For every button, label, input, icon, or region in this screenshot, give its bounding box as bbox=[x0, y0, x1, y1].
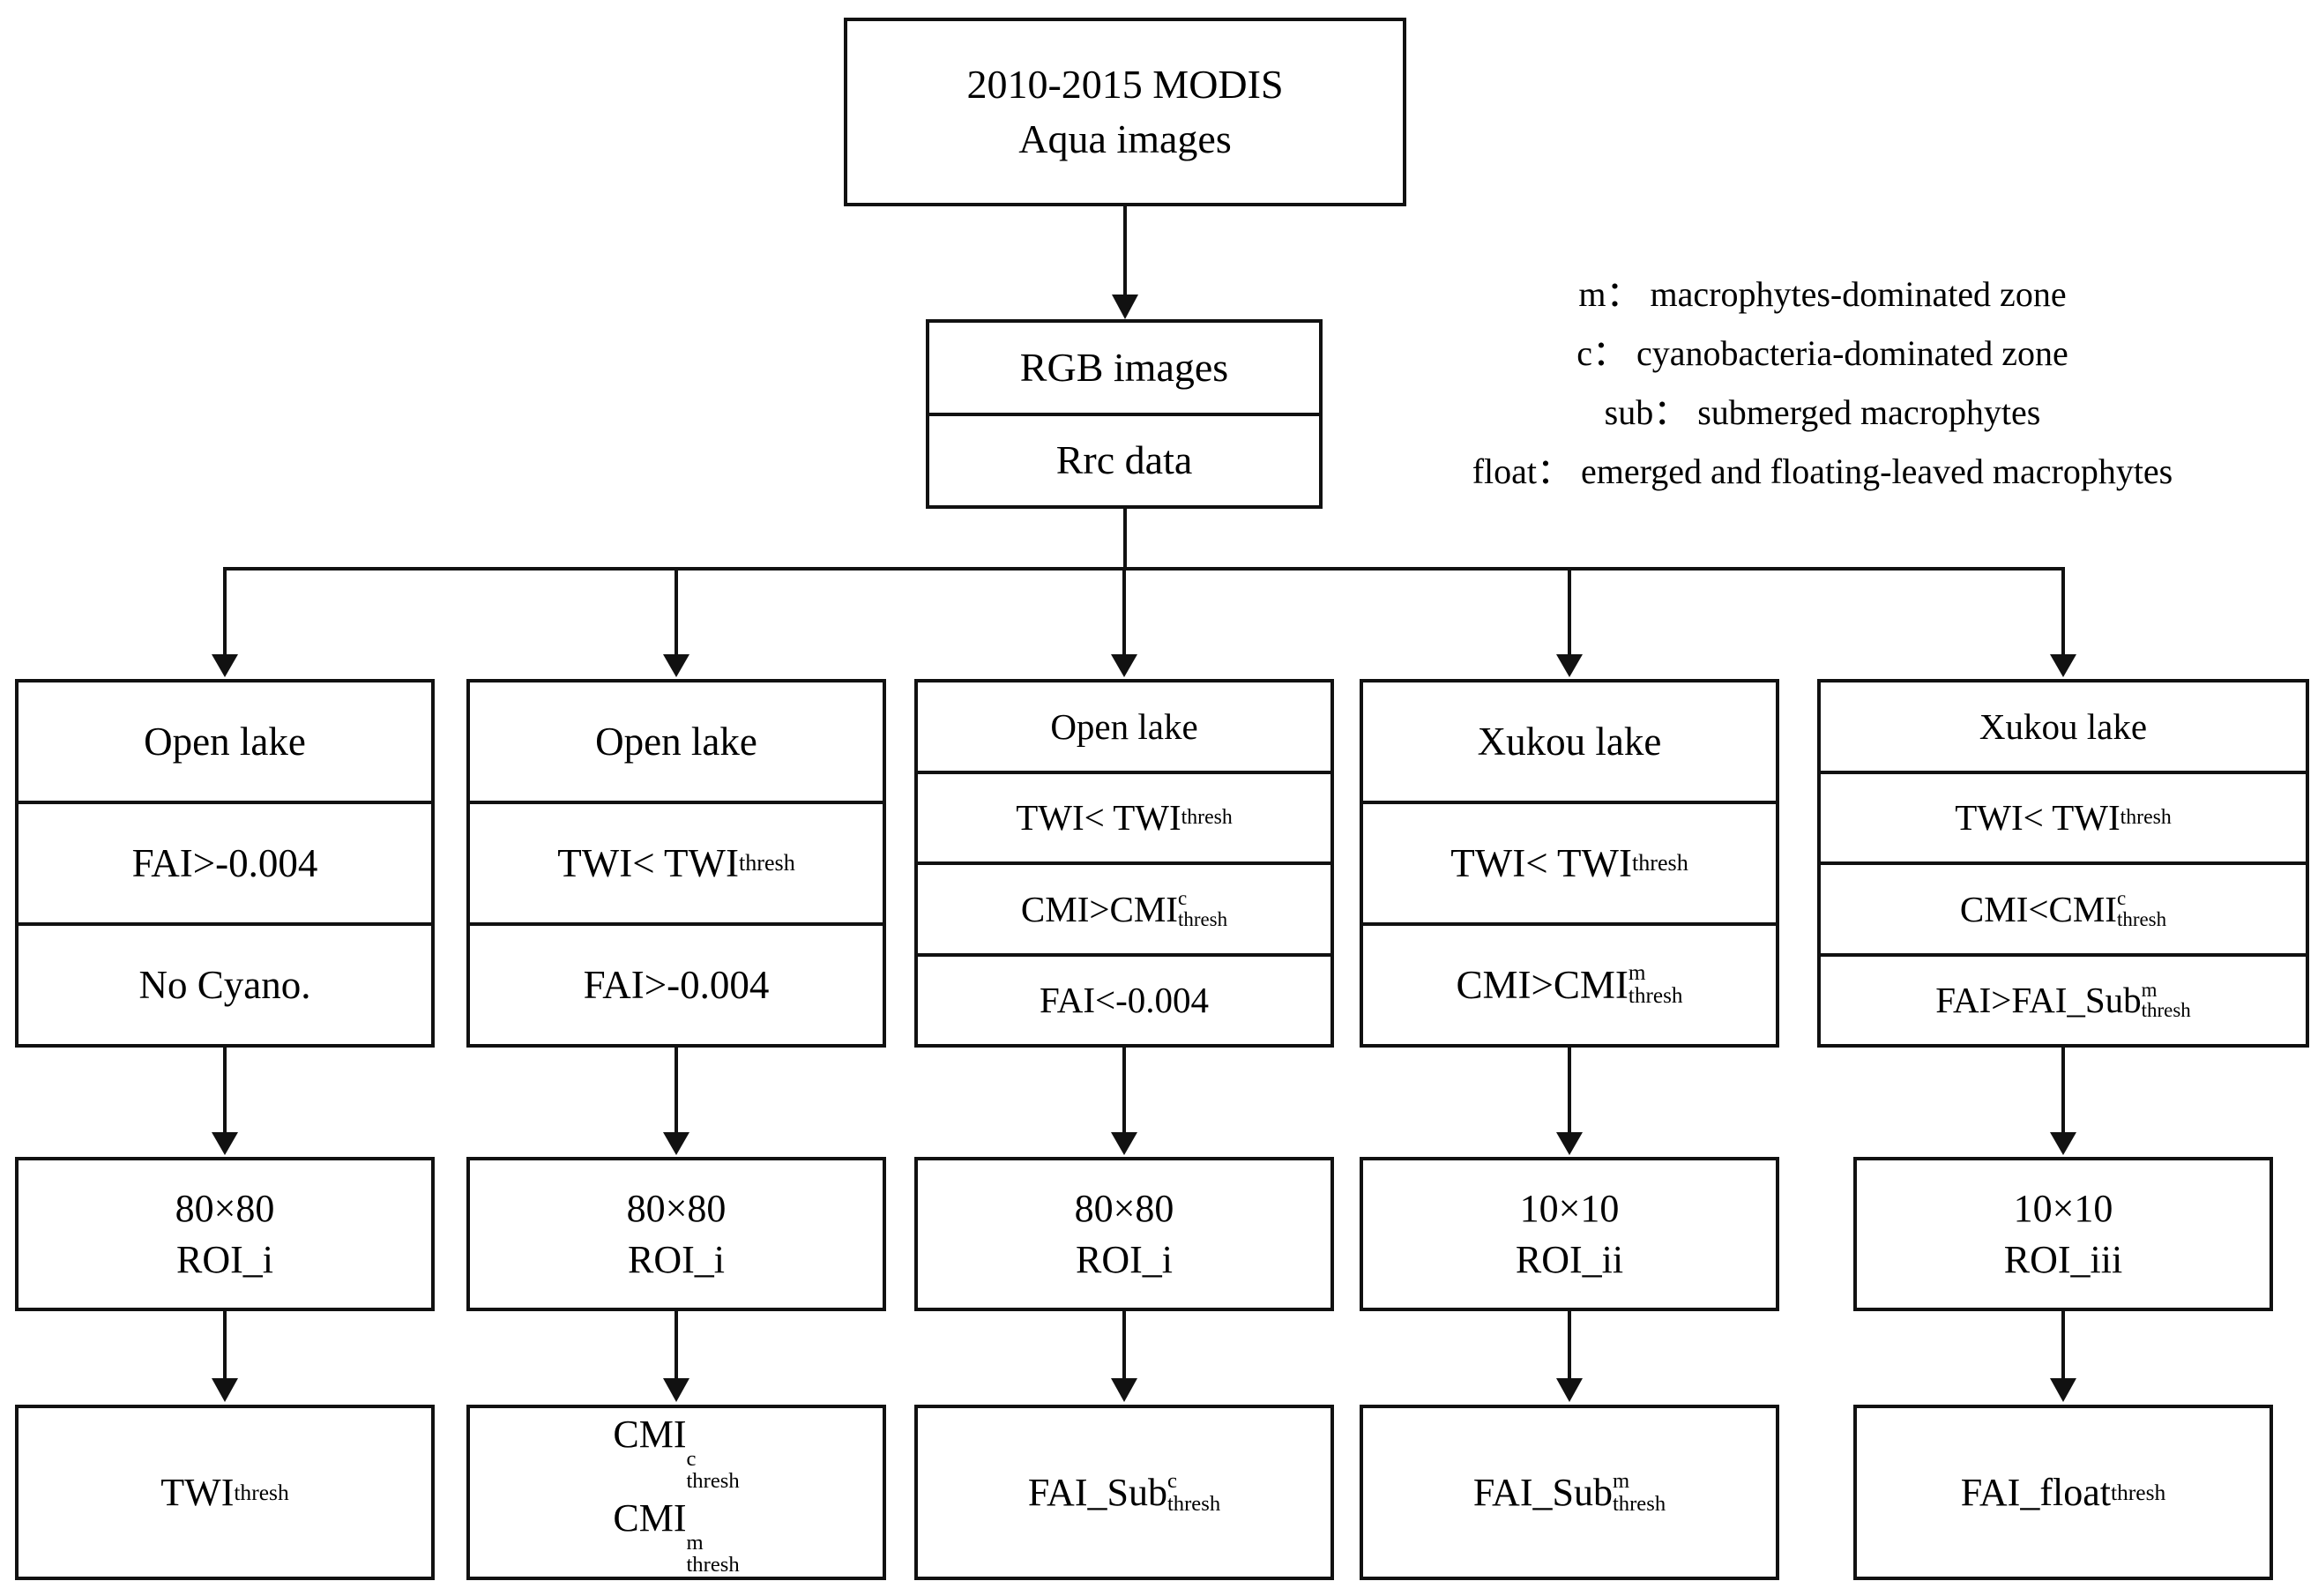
roi-size: 80×80 bbox=[1074, 1187, 1174, 1231]
legend-item-float: float： emerged and floating-leaved macro… bbox=[1472, 451, 2173, 491]
roi-box-1: 80×80 ROI_i bbox=[15, 1157, 435, 1311]
roi-label: ROI_i bbox=[1076, 1237, 1173, 1281]
legend-item-sub: sub： submerged macrophytes bbox=[1604, 392, 2041, 432]
roi-label: ROI_ii bbox=[1515, 1237, 1624, 1281]
roi-size: 10×10 bbox=[1519, 1187, 1620, 1231]
modis-images-box: 2010-2015 MODIS Aqua images bbox=[844, 18, 1406, 206]
condition-row: Open lake bbox=[595, 720, 757, 764]
condition-row: FAI<-0.004 bbox=[918, 952, 1330, 1045]
legend-item-m: m： macrophytes-dominated zone bbox=[1578, 274, 2067, 314]
roi-size: 10×10 bbox=[2013, 1187, 2113, 1231]
rgb-rrc-box: RGB images Rrc data bbox=[926, 319, 1323, 509]
roi-box-2: 80×80 ROI_i bbox=[466, 1157, 886, 1311]
roi-box-4: 10×10 ROI_ii bbox=[1360, 1157, 1779, 1311]
modis-images-line2: Aqua images bbox=[1018, 116, 1232, 161]
roi-box-3: 80×80 ROI_i bbox=[914, 1157, 1334, 1311]
modis-images-line1: 2010-2015 MODIS bbox=[966, 61, 1284, 107]
roi-label: ROI_i bbox=[628, 1237, 725, 1281]
condition-row: FAI>-0.004 bbox=[19, 801, 431, 922]
condition-box-1: Open lake FAI>-0.004 No Cyano. bbox=[15, 679, 435, 1048]
roi-size: 80×80 bbox=[175, 1187, 275, 1231]
roi-box-5: 10×10 ROI_iii bbox=[1853, 1157, 2273, 1311]
condition-row: Open lake bbox=[144, 720, 306, 764]
condition-row: Xukou lake bbox=[1979, 705, 2148, 747]
legend-item-c: c： cyanobacteria-dominated zone bbox=[1576, 333, 2068, 373]
roi-size: 80×80 bbox=[626, 1187, 727, 1231]
condition-row: FAI>-0.004 bbox=[470, 922, 883, 1044]
condition-row: Open lake bbox=[1050, 705, 1198, 747]
rrc-data-row: Rrc data bbox=[929, 412, 1319, 506]
roi-label: ROI_iii bbox=[2003, 1237, 2123, 1281]
roi-label: ROI_i bbox=[176, 1237, 273, 1281]
condition-row: No Cyano. bbox=[19, 922, 431, 1044]
condition-row: Xukou lake bbox=[1477, 720, 1662, 764]
legend: m： macrophytes-dominated zone c： cyanoba… bbox=[1327, 265, 2318, 501]
rgb-images-row: RGB images bbox=[1019, 344, 1229, 390]
